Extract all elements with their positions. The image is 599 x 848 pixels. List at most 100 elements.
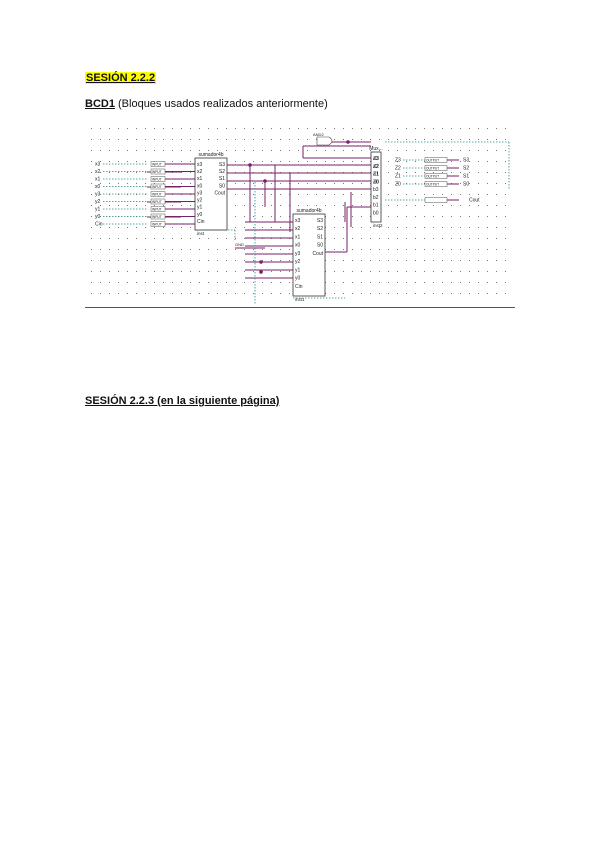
grid-dot xyxy=(460,139,461,140)
grid-dot xyxy=(460,161,461,162)
input-pin-symbol xyxy=(150,168,166,175)
grid-dot xyxy=(244,249,245,250)
grid-dot xyxy=(190,128,191,129)
grid-dot xyxy=(181,249,182,250)
grid-dot xyxy=(433,205,434,206)
grid-dot xyxy=(100,227,101,228)
grid-dot xyxy=(253,293,254,294)
grid-dot xyxy=(199,271,200,272)
grid-dot xyxy=(487,238,488,239)
mux-block-pin-right: Z1 xyxy=(373,172,379,178)
grid-dot xyxy=(298,194,299,195)
grid-dot xyxy=(91,293,92,294)
input-pin-symbol xyxy=(150,198,166,205)
grid-dot xyxy=(478,238,479,239)
grid-dot xyxy=(505,205,506,206)
grid-dot xyxy=(397,293,398,294)
grid-dot xyxy=(361,227,362,228)
grid-dot xyxy=(496,139,497,140)
grid-dot xyxy=(145,260,146,261)
grid-dot xyxy=(505,183,506,184)
input-pin-label: x3 xyxy=(95,162,101,168)
grid-dot xyxy=(433,227,434,228)
grid-dot xyxy=(217,271,218,272)
grid-dot xyxy=(181,282,182,283)
grid-dot xyxy=(361,216,362,217)
grid-dot xyxy=(451,227,452,228)
grid-dot xyxy=(100,238,101,239)
grid-dot xyxy=(172,293,173,294)
input-pin-symbol xyxy=(150,191,166,197)
grid-dot xyxy=(289,161,290,162)
output-pin-label: S2 xyxy=(463,166,469,172)
grid-dot xyxy=(208,260,209,261)
grid-dot xyxy=(307,205,308,206)
grid-dot xyxy=(325,227,326,228)
grid-dot xyxy=(118,205,119,206)
grid-dot xyxy=(406,194,407,195)
adder-block-2-pin-right: S3 xyxy=(317,218,323,224)
grid-dot xyxy=(460,150,461,151)
grid-dot xyxy=(253,227,254,228)
grid-dot xyxy=(451,128,452,129)
grid-dot xyxy=(478,194,479,195)
grid-dot xyxy=(334,260,335,261)
grid-dot xyxy=(127,205,128,206)
grid-dot xyxy=(370,227,371,228)
grid-dot xyxy=(478,249,479,250)
grid-dot xyxy=(226,249,227,250)
grid-dot xyxy=(226,238,227,239)
grid-dot xyxy=(298,128,299,129)
grid-dot xyxy=(118,150,119,151)
grid-dot xyxy=(208,139,209,140)
grid-dot xyxy=(325,271,326,272)
grid-dot xyxy=(217,260,218,261)
grid-dot xyxy=(505,260,506,261)
grid-dot xyxy=(262,183,263,184)
grid-dot xyxy=(460,128,461,129)
grid-dot xyxy=(298,139,299,140)
grid-dot xyxy=(118,172,119,173)
grid-dot xyxy=(388,128,389,129)
grid-dot xyxy=(91,194,92,195)
grid-dot xyxy=(235,205,236,206)
grid-dot xyxy=(361,271,362,272)
grid-dot xyxy=(127,161,128,162)
grid-dot xyxy=(199,128,200,129)
mux-block-pin-left: b2 xyxy=(373,195,379,201)
grid-dot xyxy=(496,172,497,173)
adder-block-1-pin-left: x1 xyxy=(197,176,203,182)
grid-dot xyxy=(208,293,209,294)
grid-dot xyxy=(424,128,425,129)
grid-dot xyxy=(442,216,443,217)
grid-dot xyxy=(334,216,335,217)
grid-dot xyxy=(361,161,362,162)
cout-label: Cout xyxy=(469,198,480,204)
grid-dot xyxy=(424,183,425,184)
adder-block-2-pin-right: Cout xyxy=(312,251,323,257)
adder-block-1-pin-right: S0 xyxy=(219,183,225,189)
grid-dot xyxy=(190,183,191,184)
grid-dot xyxy=(172,205,173,206)
grid-dot xyxy=(379,260,380,261)
grid-dot xyxy=(118,293,119,294)
grid-dot xyxy=(235,216,236,217)
adder-block-1-pin-right: Cout xyxy=(214,190,225,196)
grid-dot xyxy=(433,150,434,151)
grid-dot xyxy=(136,271,137,272)
grid-dot xyxy=(442,238,443,239)
input-pin-tag: INPUT xyxy=(152,215,162,219)
grid-dot xyxy=(262,227,263,228)
adder-block-2-pin-right: S2 xyxy=(317,226,323,232)
grid-dot xyxy=(388,172,389,173)
input-pin-tag: INPUT xyxy=(152,178,162,182)
grid-dot xyxy=(163,205,164,206)
grid-dot xyxy=(406,183,407,184)
mux-block-pin-right: Z2 xyxy=(373,164,379,170)
grid-dot xyxy=(496,205,497,206)
grid-dot xyxy=(163,139,164,140)
grid-dot xyxy=(343,183,344,184)
grid-dot xyxy=(478,183,479,184)
grid-dot xyxy=(262,260,263,261)
